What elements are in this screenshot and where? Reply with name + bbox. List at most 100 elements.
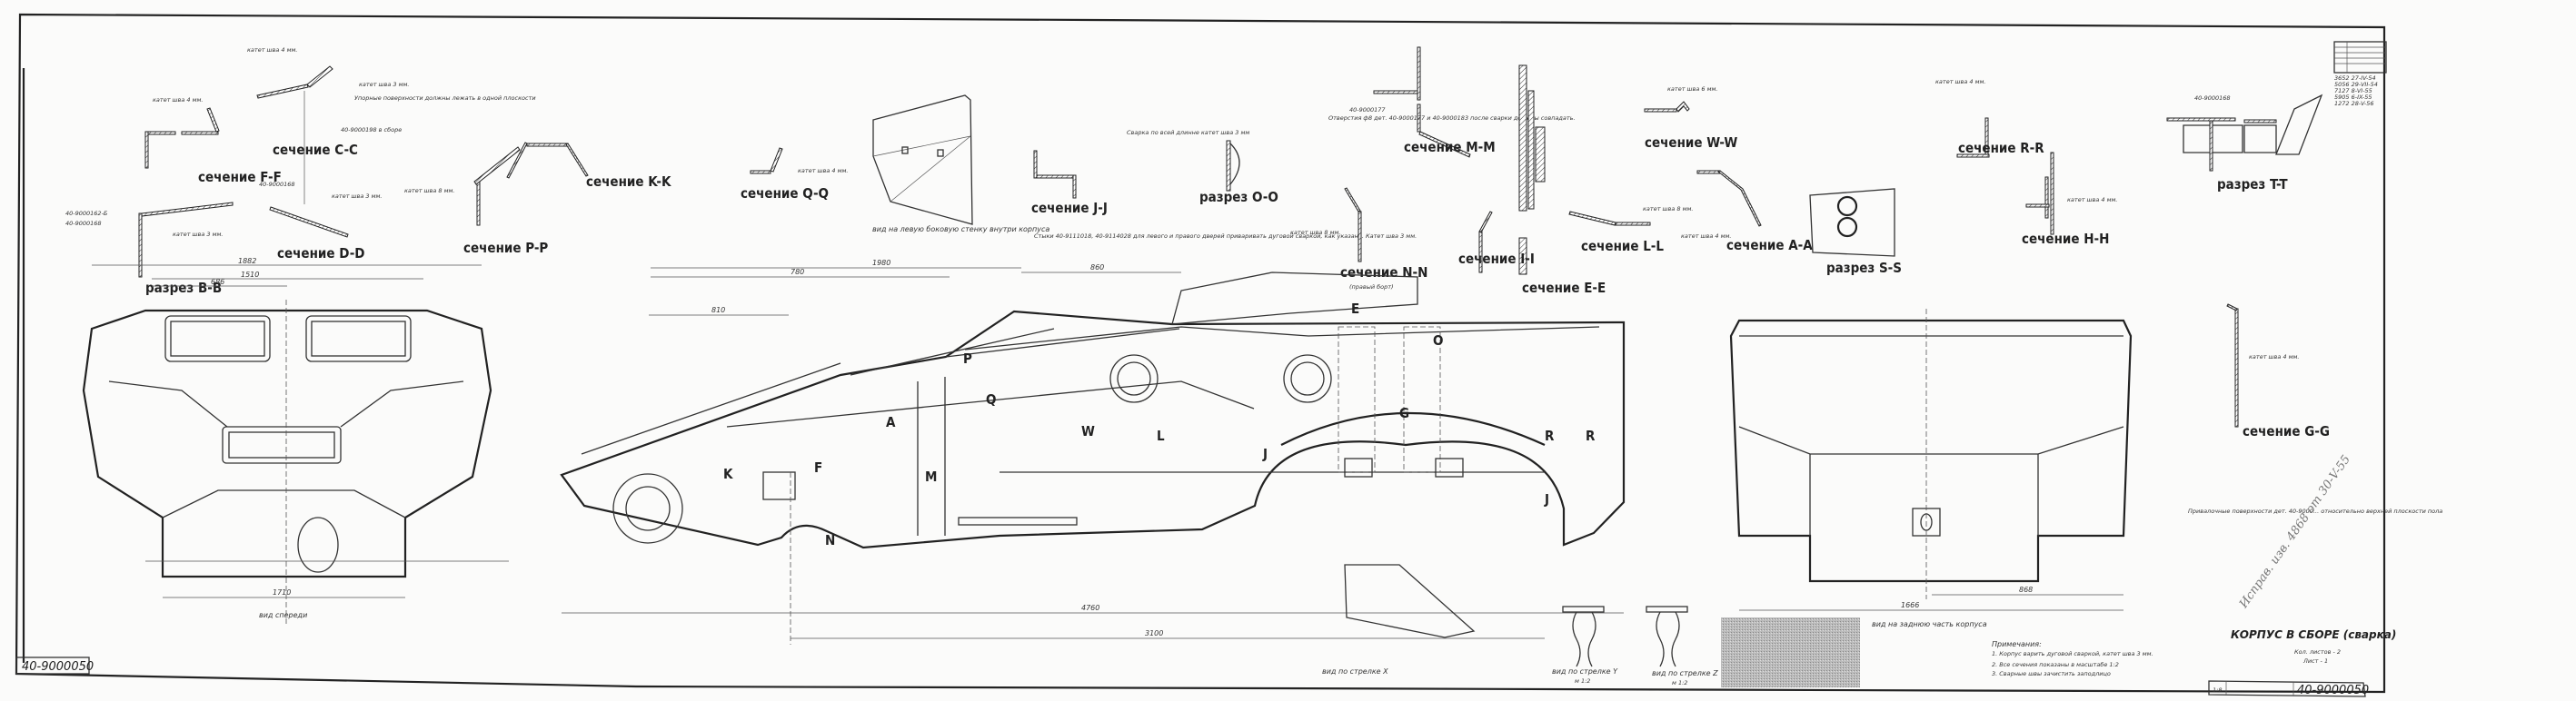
drawing-text: 1980 [872, 259, 890, 267]
section-label: сечение L-L [1581, 238, 1664, 254]
drawing-text: 7127 8-VI-55 [2334, 87, 2372, 94]
drawing-text: катет шва 8 мм. [404, 187, 454, 194]
section-kk: сечение K-K [506, 142, 671, 190]
drawing-text: 2. Все сечения показаны в масштабе 1:2 [1992, 661, 2119, 668]
svg-text:A: A [886, 414, 896, 430]
section-dd: 40-9000168 катет шва 3 мм. сечение D-D [259, 181, 382, 262]
view-label: вид на левую боковую стенку внутри корпу… [872, 225, 1049, 233]
section-label: сечение E-E [1522, 280, 1606, 296]
drawing-text: 40-9000177 [1349, 106, 1386, 114]
drawing-title: КОРПУС В СБОРЕ (сварка) [2231, 628, 2396, 641]
drawing-text: 1666 [1901, 601, 1919, 609]
section-label: сечение N-N [1340, 264, 1427, 281]
section-ss: разрез S-S [1809, 188, 1902, 276]
svg-text:M: M [925, 469, 937, 485]
drawing-text: катет шва 8 мм. [1643, 205, 1693, 212]
section-gg: катет шва 4 мм. сечение G-G Привалочные … [2188, 303, 2442, 515]
drawing-text: 1. Корпус варить дуговой сваркой, катет … [1992, 650, 2153, 657]
drawing-text: 780 [791, 268, 804, 276]
section-label: сечение F-F [198, 169, 282, 185]
section-ee: сечение E-E [1518, 64, 1606, 296]
drawing-text: вид по стрелке X [1322, 667, 1388, 676]
section-markers: AP QK FN MW LG OR RJ EJ [723, 301, 1596, 548]
drawing-text: катет шва 4 мм. [153, 96, 203, 104]
drawing-text: Примечания: [1992, 640, 2042, 648]
section-pp: катет шва 8 мм. сечение P-P [404, 146, 548, 256]
revision-table: 3652 27-IV-54 5056 29-VII-54 7127 8-VI-5… [2333, 41, 2387, 107]
section-label: сечение W-W [1645, 134, 1737, 151]
drawing-text: 3652 27-IV-54 [2334, 74, 2376, 82]
drawing-text: Лист - 1 [2302, 657, 2328, 665]
drawing-text: 40-9000162-Б [65, 210, 108, 217]
view-arrow-x: вид по стрелке X [1322, 564, 1476, 676]
svg-text:P: P [963, 350, 972, 367]
drawing-text: 40-9000168 [259, 181, 295, 188]
section-bb: 40-9000162-Б 40-9000168 катет шва 3 мм. … [65, 202, 234, 296]
drawing-text: (правый борт) [1349, 283, 1394, 291]
drawing-text: Сварка по всей длинне катет шва 3 мм [1127, 129, 1249, 136]
drawing-text: 5905 6-IX-55 [2334, 94, 2372, 101]
section-label: сечение C-C [273, 142, 358, 158]
drawing-text: 40-9000168 [65, 220, 102, 227]
section-label: сечение G-G [2243, 423, 2330, 439]
svg-text:F: F [814, 459, 822, 476]
view-arrow-y: вид по стрелке Y м 1:2 [1552, 606, 1618, 685]
section-label: сечение J-J [1031, 200, 1108, 216]
section-label: сечение I-I [1458, 251, 1535, 267]
section-ll: катет шва 8 мм. сечение L-L [1568, 205, 1693, 254]
svg-text:J: J [1544, 491, 1549, 508]
drawing-text: катет шва 4 мм. [2067, 196, 2117, 203]
section-label: сечение M-M [1404, 139, 1496, 155]
section-oo: Сварка по всей длинне катет шва 3 мм раз… [1127, 129, 1278, 205]
drawing-text: катет шва 4 мм. [798, 167, 848, 174]
drawing-text: катет шва 4 мм. [247, 46, 297, 54]
drawing-text: катет шва 6 мм. [1667, 85, 1717, 93]
sheet-border [15, 13, 2386, 694]
svg-text:R: R [1545, 428, 1555, 444]
drawing-text: вид по стрелке Y [1552, 667, 1618, 676]
drawing-text: Стыки 40-9111018, 40-9114028 для левого … [1034, 232, 1417, 240]
section-label: сечение P-P [463, 240, 548, 256]
drawing-text: Упорные поверхности должны лежать в одно… [354, 94, 536, 102]
corner-stamp: 40-9000050 [15, 657, 94, 675]
svg-text:Q: Q [986, 391, 996, 408]
rear-view: 868 1666 вид на заднюю часть корпуса [1729, 309, 2133, 628]
drawing-text: 3. Сварные швы зачистить заподлицо [1992, 670, 2111, 677]
section-cc: катет шва 4 мм. катет шва 3 мм. Упорные … [247, 46, 536, 204]
drawing-text: 40-9000168 [2194, 94, 2231, 102]
section-ww: катет шва 6 мм. сечение W-W [1644, 85, 1737, 151]
drawing-number: 40-9000050 [2297, 684, 2369, 697]
drawing-text: м 1:2 [1672, 679, 1687, 686]
corner-drawing-number: 40-9000050 [22, 660, 94, 674]
section-label: разрез S-S [1826, 260, 1902, 276]
handwritten-revision-note: Исправ. изв. 4868 от 30-V-55 [2236, 453, 2353, 612]
drawing-text: катет шва 4 мм. [1935, 78, 1985, 85]
section-label: разрез T-T [2217, 176, 2288, 193]
drawing-text: Кол. листов - 2 [2294, 648, 2341, 656]
section-qq: катет шва 4 мм. сечение Q-Q [741, 147, 848, 202]
svg-text:E: E [1351, 301, 1359, 317]
left-wall-view: вид на левую боковую стенку внутри корпу… [872, 94, 1049, 233]
section-mm: 40-9000177 Отверстия ф8 дет. 40-9000177 … [1328, 46, 1576, 158]
drawing-text: 1272 28-V-56 [2334, 100, 2373, 107]
section-ff: катет шва 4 мм. сечение F-F [144, 96, 282, 185]
section-label: сечение Q-Q [741, 185, 829, 202]
drawing-text: катет шва 4 мм. [2249, 353, 2299, 360]
side-view-hull: 1980 780 860 810 AP QK FN MW LG OR RJ EJ… [560, 259, 1626, 645]
drawing-text: катет шва 3 мм. [359, 81, 409, 88]
drawing-text: катет шва 3 мм. [332, 193, 382, 200]
drawing-text: м 1:2 [1575, 677, 1590, 685]
section-label: сечение H-H [2022, 231, 2109, 247]
drawing-text: 5056 29-VII-54 [2334, 81, 2378, 88]
svg-text:K: K [723, 466, 733, 482]
drawing-text: 1882 [238, 257, 256, 265]
drawing-text: Привалочные поверхности дет. 40-9000... … [2188, 508, 2442, 515]
section-label: сечение R-R [1958, 140, 2044, 156]
general-notes: Примечания: 1. Корпус варить дуговой сва… [1992, 640, 2153, 677]
section-label: сечение A-A [1726, 237, 1813, 253]
drawing-text: Отверстия ф8 дет. 40-9000177 и 40-900018… [1328, 114, 1576, 122]
svg-text:R: R [1586, 428, 1596, 444]
drawing-text: 860 [1090, 263, 1104, 272]
drawing-text: 3100 [1145, 629, 1163, 637]
